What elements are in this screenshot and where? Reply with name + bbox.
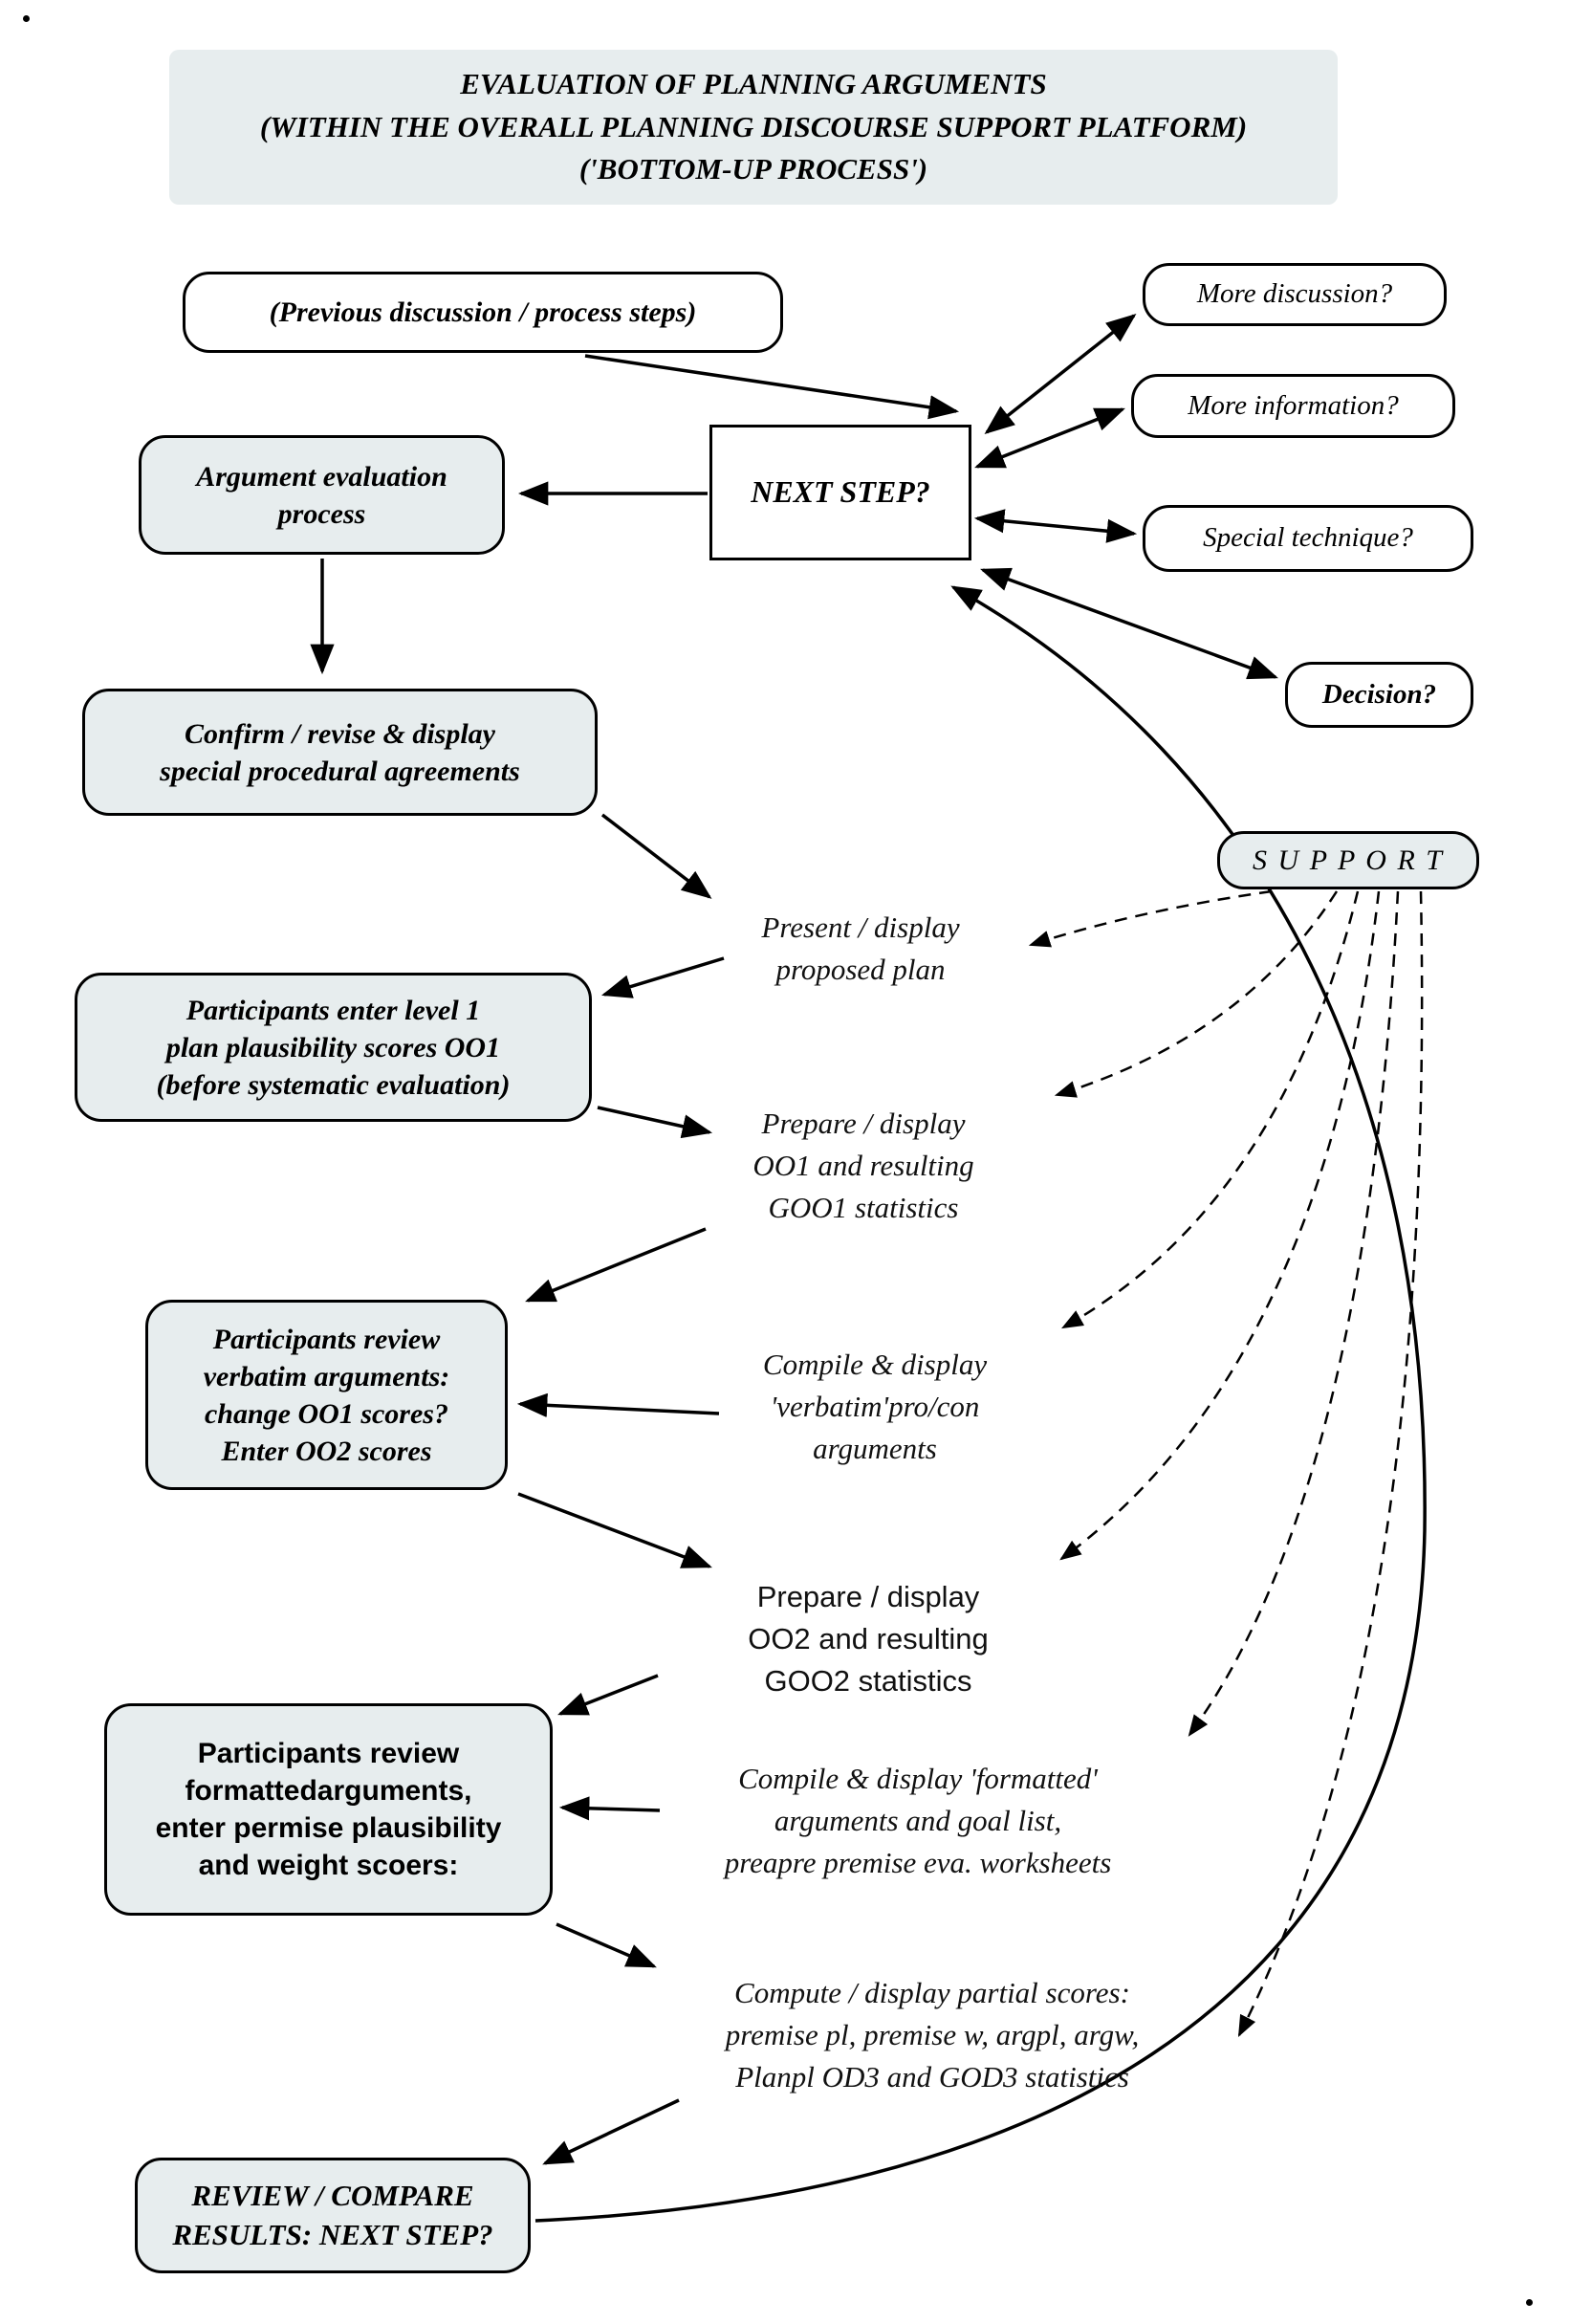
step-prepare-oo2: Prepare / display OO2 and resulting GOO2… [748, 1580, 989, 1699]
step-compile-verbatim: Compile & display 'verbatim'pro/con argu… [762, 1348, 988, 1466]
arrow-previous-to-nextstep [584, 354, 960, 420]
arrow-prepare-oo1-to-verbatim [525, 1227, 707, 1303]
stray-dot-top-left [23, 15, 30, 22]
arrow-confirm-to-present-plan [600, 813, 712, 899]
arrow-compute-to-review [542, 2098, 680, 2165]
box-participants-formatted: Participants review formattedarguments, … [104, 1703, 553, 1916]
step-compile-formatted: Compile & display 'formatted' arguments … [724, 1762, 1112, 1880]
arrow-verbatim-to-prepare-oo2 [517, 1492, 712, 1568]
step-prepare-oo1: Prepare / display OO1 and resulting GOO1… [752, 1107, 974, 1225]
arrow-compile-formatted-to-formatted [558, 1796, 661, 1821]
support-arrow-present-plan [1028, 889, 1273, 948]
arrow-nextstep-more-information [974, 407, 1125, 469]
support-arrow-prepare-oo1 [1054, 890, 1339, 1098]
box-participants-verbatim: Participants review verbatim arguments: … [145, 1300, 508, 1490]
arrow-nextstep-special-technique [973, 509, 1138, 543]
box-next-step: NEXT STEP? [709, 425, 971, 560]
box-special-technique: Special technique? [1143, 505, 1473, 572]
box-confirm-revise: Confirm / revise & display special proce… [82, 689, 598, 816]
box-more-information: More information? [1131, 374, 1455, 438]
arrow-nextstep-decision [980, 567, 1278, 680]
box-more-discussion: More discussion? [1143, 263, 1447, 326]
support-arrow-prepare-oo2 [1059, 890, 1381, 1561]
arrow-prepare-oo2-to-formatted [557, 1674, 659, 1716]
step-compute-partial: Compute / display partial scores: premis… [725, 1976, 1140, 2094]
arrow-review-loop-to-nextstep [534, 585, 1427, 2223]
box-support: S U P P O R T [1217, 831, 1479, 889]
stray-dot-bottom-right [1526, 2299, 1533, 2306]
support-arrow-compile-formatted [1188, 890, 1400, 1737]
step-present-plan: Present / display proposed plan [761, 910, 960, 987]
support-arrow-compute-partial [1237, 890, 1424, 2038]
arrow-present-plan-to-level1 [600, 956, 725, 998]
diagram-title: EVALUATION OF PLANNING ARGUMENTS (WITHIN… [169, 50, 1338, 205]
support-arrow-compile-verbatim [1061, 890, 1360, 1329]
arrow-compile-verbatim-to-verbatim [516, 1392, 720, 1417]
box-review-compare: REVIEW / COMPARE RESULTS: NEXT STEP? [135, 2158, 531, 2273]
arrow-level1-to-prepare-oo1 [597, 1106, 713, 1139]
box-argument-evaluation: Argument evaluation process [139, 435, 505, 555]
box-participants-level1: Participants enter level 1 plan plausibi… [75, 973, 592, 1122]
box-previous-discussion: (Previous discussion / process steps) [183, 272, 783, 353]
arrow-formatted-to-compute [556, 1922, 657, 1968]
box-decision: Decision? [1285, 662, 1473, 728]
